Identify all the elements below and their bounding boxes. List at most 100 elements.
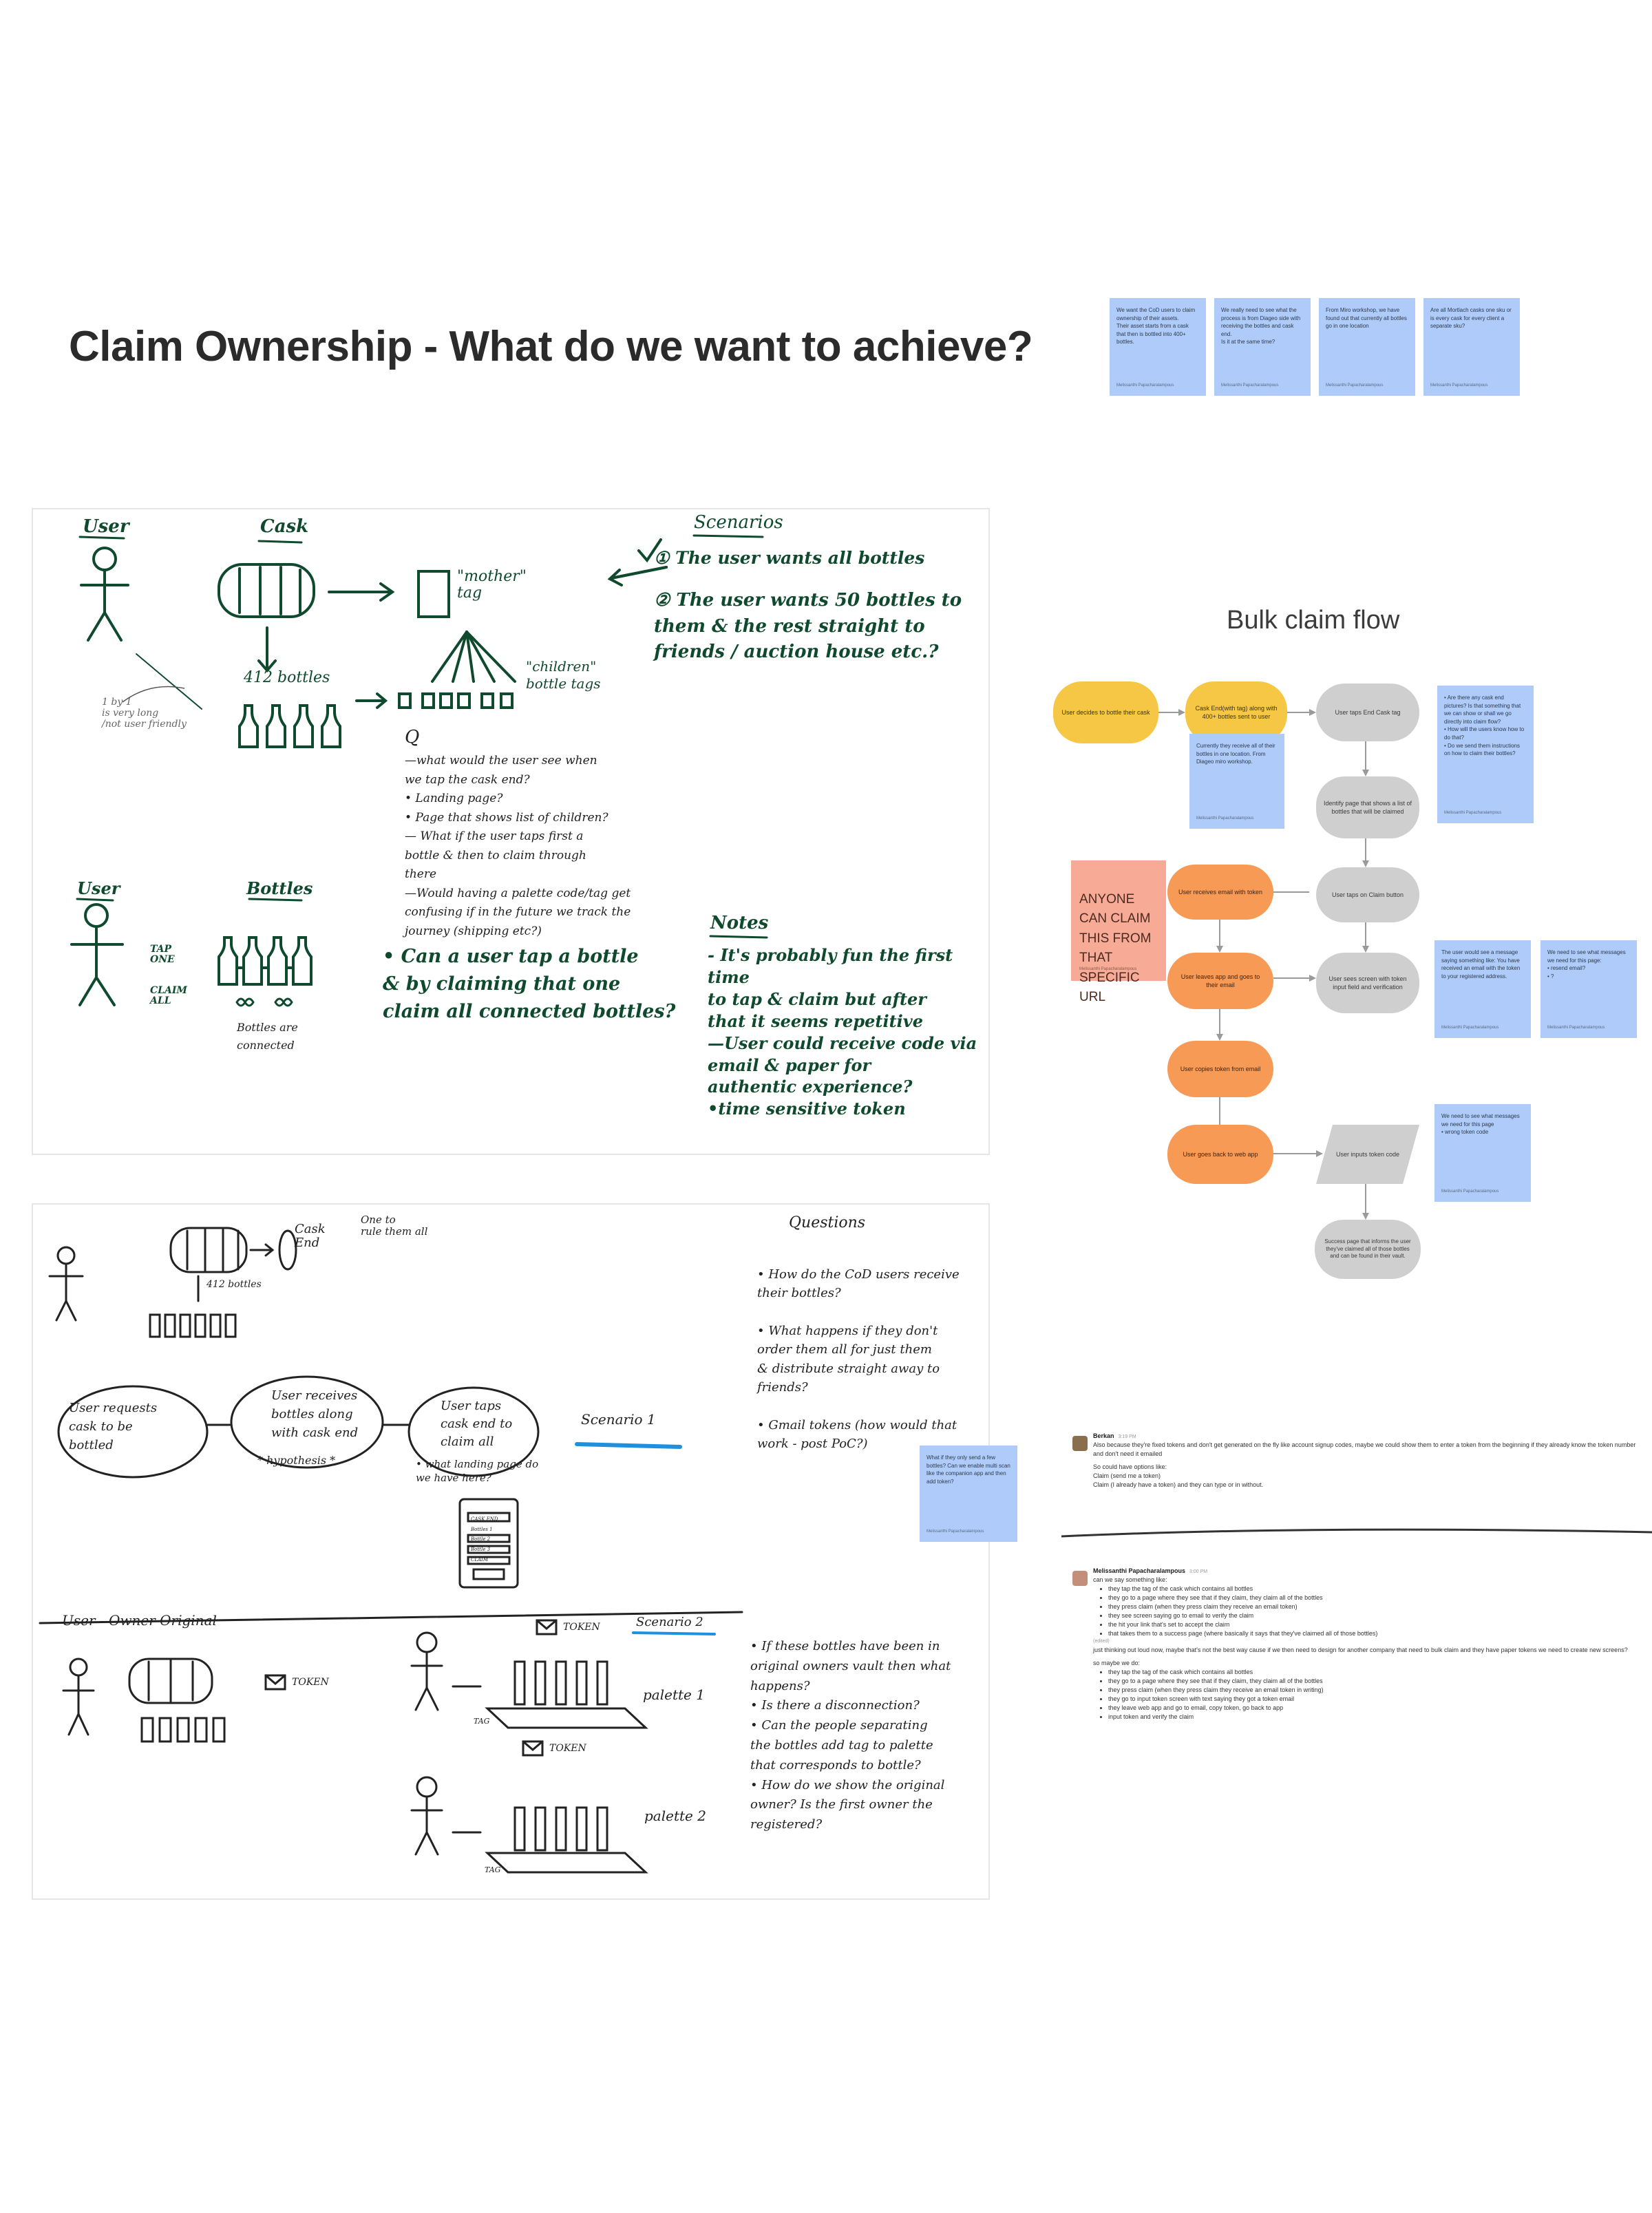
salmon-sticky-anyone-can-claim[interactable]: ANYONE CAN CLAIM THIS FROM THAT SPECIFIC… — [1071, 860, 1166, 1004]
q-questions: —what would the user see when we tap the… — [405, 754, 631, 938]
list-item: they go to a page where they see that if… — [1108, 1677, 1638, 1686]
goal-sticky-1[interactable]: We want the CoD users to claim ownership… — [1110, 298, 1206, 396]
sketch-drawing — [70, 534, 768, 1007]
flow-node-taps-claim[interactable]: User taps on Claim button — [1316, 867, 1419, 922]
label-tag-2: TAG — [485, 1865, 501, 1874]
flow-title: Bulk claim flow — [1227, 606, 1400, 635]
label-scenario-2: Scenario 2 — [636, 1615, 703, 1629]
flow-node-token-input-screen[interactable]: User sees screen with token input field … — [1316, 953, 1419, 1013]
label-tap-one: TAP ONE — [150, 944, 175, 966]
label-user-receives: User receives bottles along with cask en… — [271, 1388, 359, 1440]
goal-sticky-3[interactable]: From Miro workshop, we have found out th… — [1319, 298, 1415, 396]
goal-sticky-4[interactable]: Are all Mortlach casks one sku or is eve… — [1423, 298, 1520, 396]
scenarios-title: Scenarios — [694, 512, 783, 533]
flow-node-decides-bottle[interactable]: User decides to bottle their cask — [1053, 681, 1158, 743]
whiteboard-sketch-2[interactable]: Cask End One to rule them all 412 bottle… — [32, 1203, 990, 1900]
list-item: they leave web app and go to email, copy… — [1108, 1704, 1638, 1713]
avatar — [1072, 1571, 1088, 1586]
flow-sticky-message[interactable]: The user would see a message saying some… — [1434, 940, 1531, 1038]
sticky-author: Melissanthi Papacharalampous — [1326, 383, 1384, 388]
label-user: User — [83, 516, 129, 537]
sticky-text: What if they only send a few bottles? Ca… — [926, 1454, 1010, 1485]
list-item: input token and verify the claim — [1108, 1713, 1638, 1722]
flow-node-inputs-token[interactable]: User inputs token code — [1316, 1125, 1419, 1184]
chat-time: 3:19 PM — [1118, 1434, 1136, 1439]
sticky-author: Melissanthi Papacharalampous — [1079, 967, 1137, 971]
sticky-text: The user would see a message saying some… — [1441, 949, 1521, 980]
label-cask: Cask — [260, 516, 309, 537]
sticky-author: Melissanthi Papacharalampous — [1547, 1026, 1605, 1030]
label-hypothesis: * hypothesis * — [257, 1454, 336, 1467]
chat-text: so maybe we do: — [1093, 1659, 1141, 1666]
flow-node-goes-to-email[interactable]: User leaves app and goes to their email — [1167, 953, 1273, 1009]
chat-steps-list: they tap the tag of the cask which conta… — [1108, 1585, 1638, 1638]
flow-node-back-to-app[interactable]: User goes back to web app — [1167, 1125, 1273, 1184]
flow-sticky-one-location[interactable]: Currently they receive all of their bott… — [1189, 734, 1284, 829]
chat-text: Also because they're fixed tokens and do… — [1093, 1441, 1636, 1458]
sticky-author: Melissanthi Papacharalampous — [1441, 1026, 1499, 1030]
edited-label: (edited) — [1093, 1639, 1110, 1644]
label-user-requests: User requests cask to be bottled — [69, 1401, 158, 1452]
label-owner-original: User - Owner Original — [62, 1612, 217, 1629]
sticky-text: Currently they receive all of their bott… — [1196, 743, 1275, 765]
questions-title: Questions — [789, 1214, 866, 1231]
chat-text: just thinking out loud now, maybe that's… — [1093, 1646, 1628, 1653]
page-title: Claim Ownership - What do we want to ach… — [69, 323, 1033, 370]
sketch-drawing — [39, 1227, 743, 1874]
q-title: Q — [405, 727, 420, 748]
list-item: they tap the tag of the cask which conta… — [1108, 1585, 1638, 1593]
sticky-text: We want the CoD users to claim ownership… — [1116, 307, 1196, 346]
label-one-to-rule: One to rule them all — [361, 1214, 428, 1238]
label-bottles-connected: Bottles are connected — [237, 1021, 298, 1052]
list-item: they go to a page where they see that if… — [1108, 1593, 1638, 1602]
list-item: they press claim (when they press claim … — [1108, 1602, 1638, 1611]
label-412-bottles-2: 412 bottles — [206, 1279, 262, 1290]
sticky-author: Melissanthi Papacharalampous — [1444, 811, 1502, 816]
flow-sticky-resend[interactable]: We need to see what messages we need for… — [1540, 940, 1637, 1038]
sticky-text: We really need to see what the process i… — [1221, 307, 1301, 346]
sticky-author: Melissanthi Papacharalampous — [1116, 383, 1174, 388]
flow-sticky-wrong-token[interactable]: We need to see what messages we need for… — [1434, 1104, 1531, 1202]
label-palette-1: palette 1 — [643, 1686, 705, 1703]
list-item: they see screen saying go to email to ve… — [1108, 1611, 1638, 1620]
sticky-author: Melissanthi Papacharalampous — [1430, 383, 1488, 388]
label-tag-1: TAG — [474, 1717, 490, 1726]
chat-text: So could have options like: — [1093, 1463, 1167, 1471]
chat-message-berkan: Berkan 3:19 PM Also because they're fixed… — [1093, 1432, 1638, 1490]
flow-node-receives-email[interactable]: User receives email with token — [1167, 865, 1273, 920]
flow-node-identify-page[interactable]: Identify page that shows a list of bottl… — [1316, 776, 1419, 838]
list-item: they press claim (when they press claim … — [1108, 1686, 1638, 1695]
chat-steps-list-2: they tap the tag of the cask which conta… — [1108, 1668, 1638, 1722]
chat-author: Melissanthi Papacharalampous — [1093, 1567, 1186, 1574]
chat-author: Berkan — [1093, 1432, 1114, 1439]
label-scenario-1: Scenario 1 — [581, 1411, 656, 1428]
flow-node-taps-end-cask[interactable]: User taps End Cask tag — [1316, 684, 1419, 741]
label-too-long: 1 by 1 is very long /not user friendly — [102, 697, 187, 730]
salmon-sticky-text: ANYONE CAN CLAIM THIS FROM THAT SPECIFIC… — [1079, 891, 1152, 1005]
flow-sticky-cask-questions[interactable]: • Are there any cask end pictures? Is th… — [1437, 686, 1534, 823]
label-token-2: TOKEN — [563, 1622, 600, 1633]
label-landing-question: • what landing page do we have here? — [416, 1458, 539, 1484]
chat-text: Claim (send me a token) — [1093, 1472, 1161, 1480]
flow-node-cask-end-sent[interactable]: Cask End(with tag) along with 400+ bottl… — [1185, 681, 1287, 743]
goal-sticky-2[interactable]: We really need to see what the process i… — [1214, 298, 1311, 396]
flow-node-success-page[interactable]: Success page that informs the user they'… — [1315, 1220, 1421, 1279]
label-user-2: User — [77, 878, 120, 898]
sticky-text: Are all Mortlach casks one sku or is eve… — [1430, 307, 1512, 330]
whiteboard-sketch-1[interactable]: User Cask "mother" tag 412 bottles "chil… — [32, 508, 990, 1155]
scenario-2-text: ② The user wants 50 bottles to them & th… — [654, 590, 962, 663]
list-item: they go to input token screen with text … — [1108, 1695, 1638, 1704]
flow-node-copies-token[interactable]: User copies token from email — [1167, 1041, 1273, 1097]
sticky-text: We need to see what messages we need for… — [1441, 1113, 1520, 1136]
list-item: that takes them to a success page (where… — [1108, 1629, 1638, 1638]
sticky-author: Melissanthi Papacharalampous — [1441, 1189, 1499, 1194]
sticky-author: Melissanthi Papacharalampous — [1221, 383, 1279, 388]
scenario-1-text: ① The user wants all bottles — [654, 548, 925, 568]
sticky-author: Melissanthi Papacharalampous — [926, 1529, 984, 1534]
label-children-tags: "children" bottle tags — [526, 658, 601, 692]
sticky-text: From Miro workshop, we have found out th… — [1326, 307, 1407, 330]
label-bottles: Bottles — [246, 878, 313, 898]
board2-sticky-multi-scan[interactable]: What if they only send a few bottles? Ca… — [920, 1446, 1017, 1542]
avatar — [1072, 1436, 1088, 1451]
